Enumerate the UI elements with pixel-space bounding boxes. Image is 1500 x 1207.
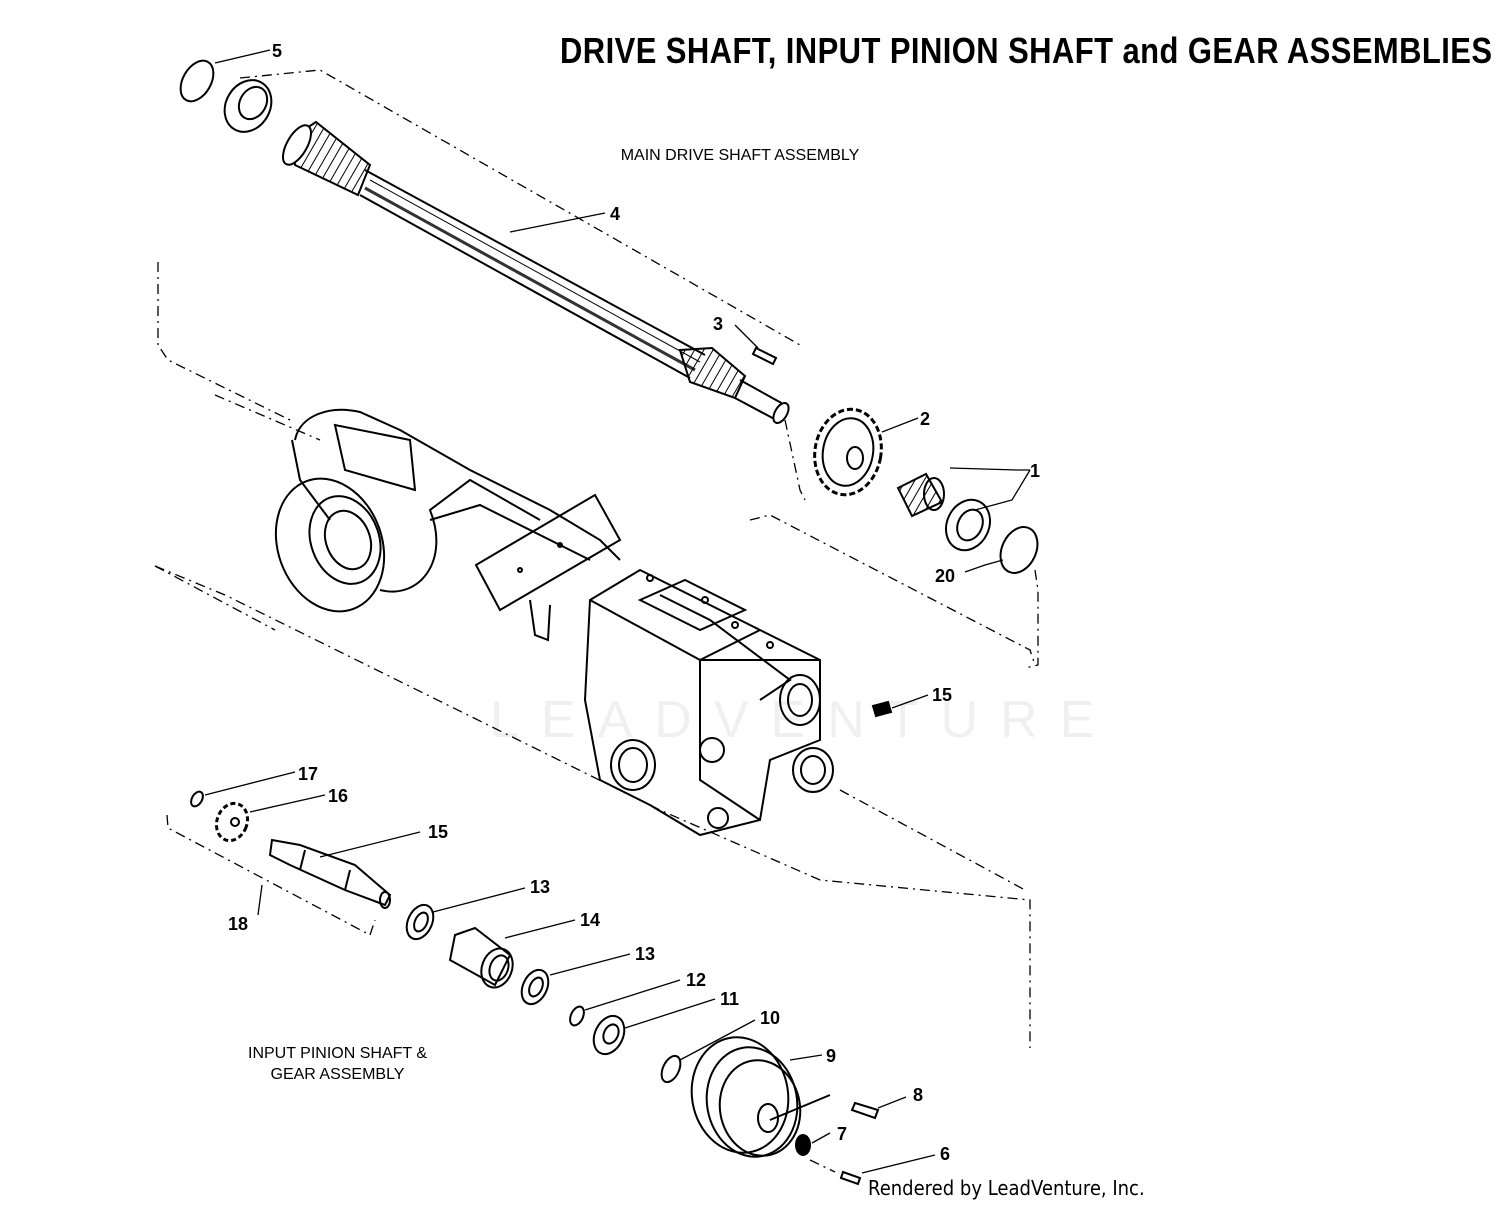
part-10-washer — [660, 1054, 682, 1084]
callout-5: 5 — [272, 41, 282, 61]
part-5-snap-ring — [179, 59, 215, 103]
callout-13-lower: 13 — [635, 944, 655, 964]
callout-7: 7 — [837, 1124, 847, 1144]
callout-2: 2 — [920, 409, 930, 429]
part-13-washer-upper — [405, 903, 435, 941]
part-1-bearing — [896, 472, 991, 552]
callout-13-upper: 13 — [530, 877, 550, 897]
main-drive-shaft-label: MAIN DRIVE SHAFT ASSEMBLY — [620, 147, 860, 164]
input-pinion-label: INPUT PINION SHAFT & GEAR ASSEMBLY — [225, 1043, 450, 1085]
part-8-key — [850, 1101, 880, 1120]
callout-20: 20 — [935, 566, 955, 586]
part-12-retaining-ring — [569, 1005, 585, 1027]
input-pinion-label-line2: GEAR ASSEMBLY — [270, 1066, 405, 1083]
callout-9: 9 — [826, 1046, 836, 1066]
callout-16: 15 — [428, 822, 448, 842]
callout-3: 3 — [713, 314, 723, 334]
callout-19: 18 — [228, 914, 248, 934]
part-15-plug — [871, 700, 893, 718]
callout-10: 10 — [760, 1008, 780, 1028]
callout-15: 15 — [932, 685, 952, 705]
part-16-input-pinion-shaft — [268, 838, 392, 909]
leader-lines — [204, 49, 1031, 1174]
group-outline-input — [154, 565, 1031, 1173]
part-4-main-drive-shaft — [282, 120, 790, 424]
watermark: LEADVENTURE — [490, 691, 1117, 749]
callout-18: 17 — [298, 764, 318, 784]
callout-1: 1 — [1030, 461, 1040, 481]
part-14-bushing — [448, 926, 514, 989]
gear-case-housing — [583, 568, 834, 837]
callout-17: 16 — [328, 786, 348, 806]
part-11-bearing — [592, 1014, 626, 1056]
part-18-retaining-ring — [190, 790, 204, 808]
footer-credit: Rendered by LeadVenture, Inc. — [868, 1176, 1145, 1200]
part-9-pulley — [690, 1036, 831, 1158]
part-3-pin — [751, 346, 778, 366]
part-2-gear — [813, 407, 883, 497]
part-17-pinion-gear — [214, 801, 250, 843]
part-13-washer-lower — [520, 968, 550, 1006]
callout-11: 11 — [720, 989, 739, 1009]
part-20-snap-ring — [999, 526, 1039, 574]
callout-12: 12 — [686, 970, 706, 990]
part-6-bolt — [839, 1170, 862, 1186]
callout-6: 6 — [940, 1144, 950, 1164]
callout-14: 14 — [580, 910, 600, 930]
axle-tube-housing — [274, 408, 622, 642]
part-bearing-cup-top — [223, 79, 273, 133]
input-pinion-label-line1: INPUT PINION SHAFT & — [248, 1045, 427, 1062]
part-7-washer — [795, 1134, 811, 1156]
group-outline-main — [157, 69, 1039, 669]
callout-8: 8 — [913, 1085, 923, 1105]
callout-4: 4 — [610, 204, 620, 224]
